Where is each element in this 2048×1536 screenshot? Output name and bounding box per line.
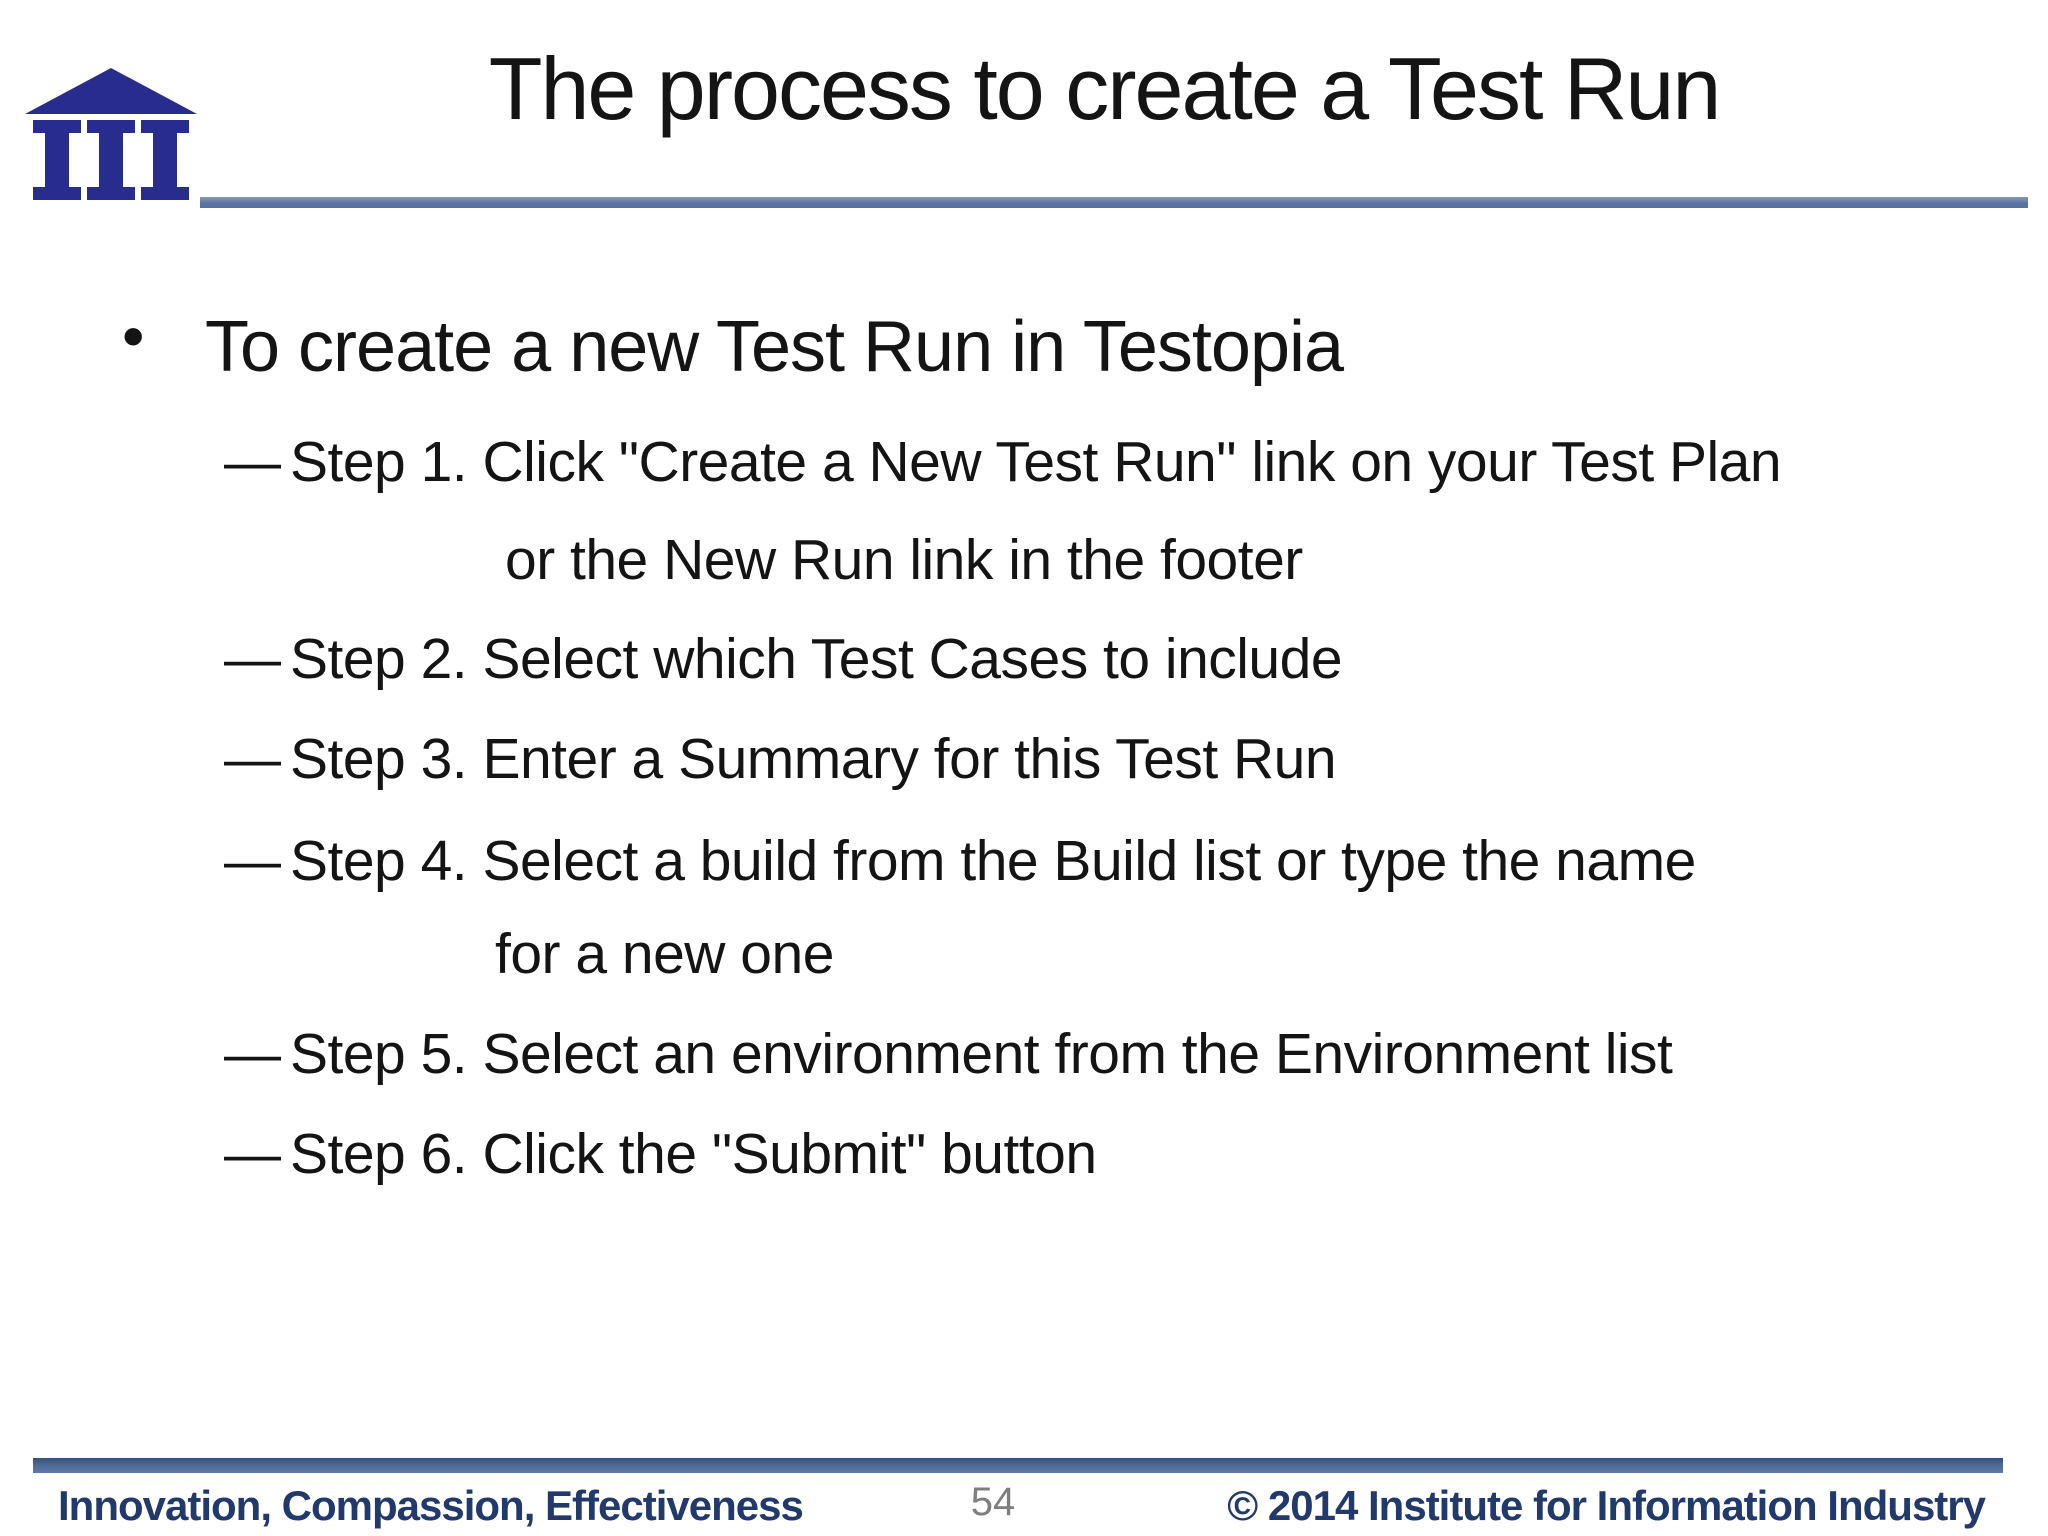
footer-bar-divider <box>33 1458 2003 1473</box>
bullet-dot-icon: • <box>122 300 145 372</box>
bullet-text: To create a new Test Run in Testopia <box>205 307 1344 387</box>
step-text: Step 3. Enter a Summary for this Test Ru… <box>290 727 1337 791</box>
step-text: Step 4. Select a build from the Build li… <box>290 829 1696 893</box>
footer-copyright: © 2014 Institute for Information Industr… <box>1227 1482 1986 1529</box>
step-text: Step 5. Select an environment from the E… <box>290 1022 1673 1086</box>
title-underline-divider <box>200 197 2028 208</box>
institute-logo-icon <box>25 68 197 200</box>
step-1-wrap-text: or the New Run link in the footer <box>505 528 1303 592</box>
dash-bullet-icon: — <box>224 430 281 494</box>
page-title: The process to create a Test Run <box>488 39 1722 138</box>
step-4-wrap-text: for a new one <box>495 922 834 986</box>
step-text: Step 1. Click "Create a New Test Run" li… <box>290 430 1782 494</box>
dash-bullet-icon: — <box>224 627 281 691</box>
footer-motto: Innovation, Compassion, Effectiveness <box>58 1482 804 1529</box>
page-number: 54 <box>970 1480 1016 1524</box>
dash-bullet-icon: — <box>224 829 281 893</box>
step-text: Step 6. Click the "Submit" button <box>290 1122 1097 1186</box>
dash-bullet-icon: — <box>224 1122 281 1186</box>
dash-bullet-icon: — <box>224 1022 281 1086</box>
step-text: Step 2. Select which Test Cases to inclu… <box>290 627 1343 691</box>
dash-bullet-icon: — <box>224 727 281 791</box>
